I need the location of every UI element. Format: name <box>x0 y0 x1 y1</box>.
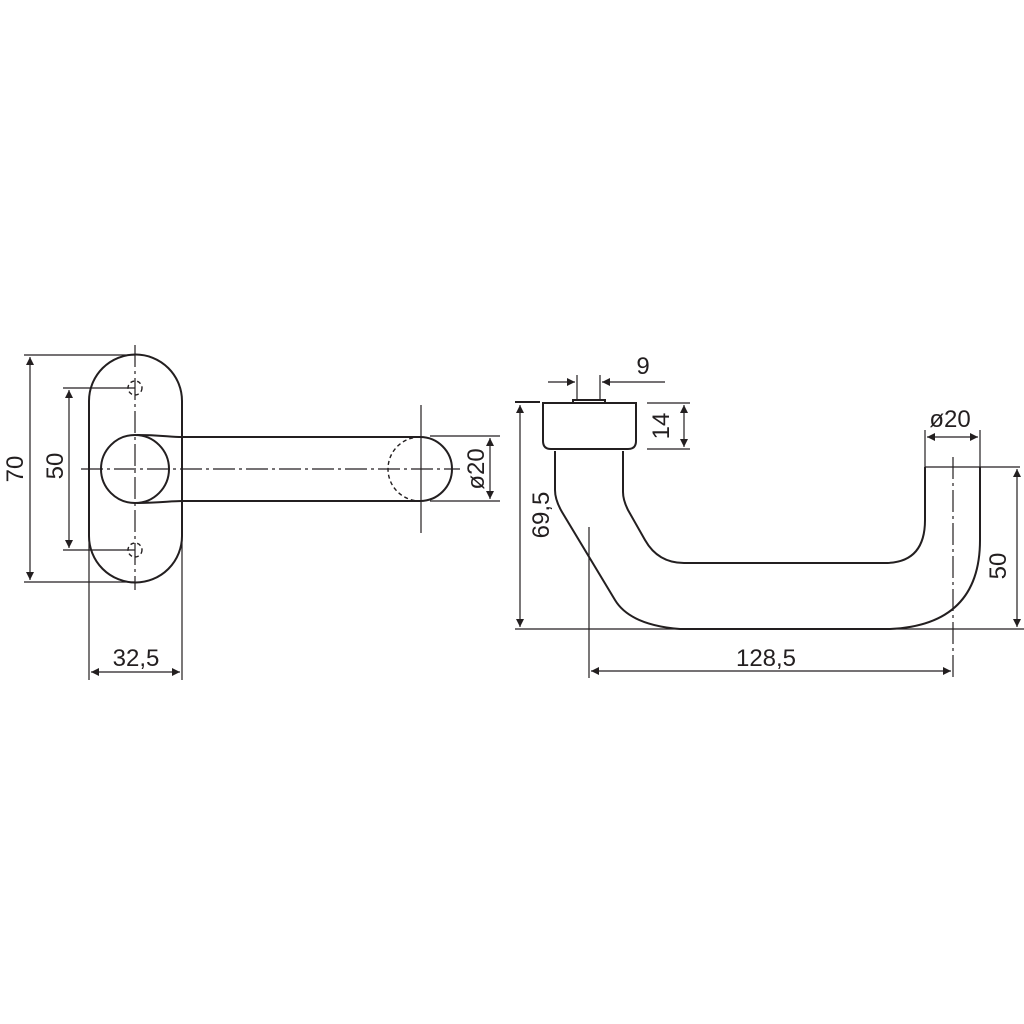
dim-label-50-side: 50 <box>985 553 1012 580</box>
dim-label-diameter-side: ø20 <box>929 406 970 433</box>
dim-label-70: 70 <box>2 456 29 483</box>
spindle <box>572 399 606 404</box>
dim-label-50: 50 <box>42 453 69 480</box>
rose-cap <box>542 402 637 450</box>
dim-label-32-5: 32,5 <box>113 645 160 672</box>
dim-label-69-5: 69,5 <box>528 492 555 539</box>
front-view: 70 50 32,5 ø20 <box>2 345 500 680</box>
dim-label-9: 9 <box>636 353 649 380</box>
dim-label-diameter-front: ø20 <box>463 448 490 489</box>
handle-outer <box>554 451 981 630</box>
side-view: 9 14 69,5 128,5 ø20 50 <box>515 353 1024 678</box>
dim-label-128-5: 128,5 <box>736 645 796 672</box>
handle-inner <box>622 451 926 564</box>
dim-label-14: 14 <box>648 413 675 440</box>
